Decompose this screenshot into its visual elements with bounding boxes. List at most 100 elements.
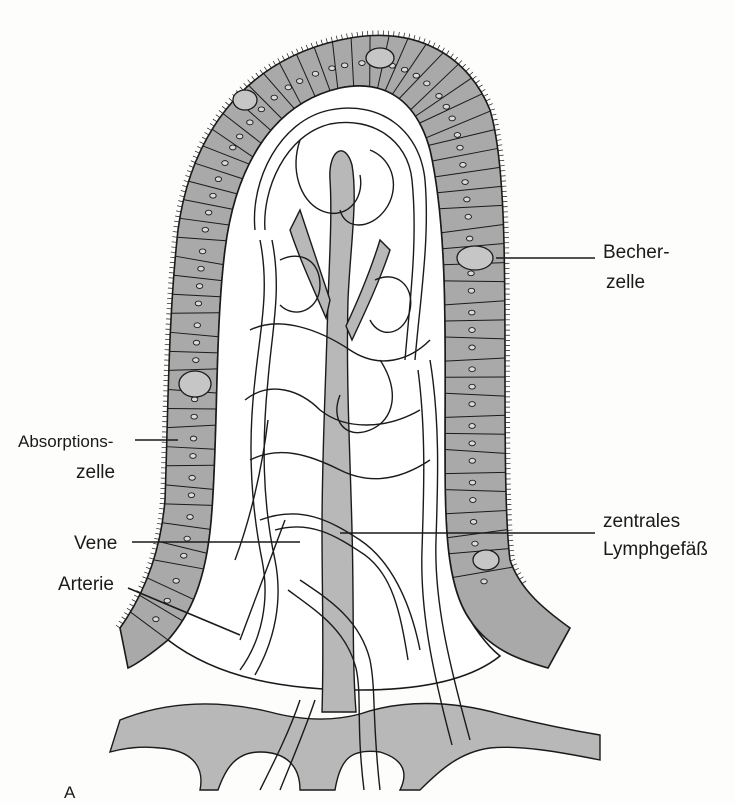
microvillus [157,523,162,524]
cell-nucleus [469,310,475,315]
cell-nucleus [210,193,216,198]
cell-nucleus [465,214,471,219]
microvillus [225,102,229,105]
cell-nucleus [196,284,202,289]
microvillus [273,61,276,65]
cell-nucleus [187,515,193,520]
microvillus [497,145,502,146]
microvillus [490,109,495,110]
cell-nucleus [190,454,196,459]
microvillus [481,89,485,92]
microvillus [437,45,439,49]
microvillus [478,85,482,88]
microvillus [132,600,136,602]
microvillus [256,73,259,77]
microvillus [496,135,501,136]
cell-nucleus [443,104,449,109]
cell-nucleus [449,116,455,121]
cell-nucleus [466,236,472,241]
cell-nucleus [359,61,365,66]
microvillus [278,58,280,62]
label-absorption-1: Absorptions- [18,432,113,451]
label-becherzelle-2: zelle [606,272,645,293]
microvillus [155,533,160,534]
microvillus [455,57,458,61]
microvillus [475,80,479,83]
cell-nucleus [202,227,208,232]
microvillus [419,37,421,42]
microvillus [519,577,523,580]
microvillus [144,572,149,574]
microvillus [433,43,435,47]
microvillus [347,34,348,39]
cell-nucleus [469,480,475,485]
cell-nucleus [460,162,466,167]
microvillus [469,72,473,75]
label-lymph-1: zentrales [603,511,680,532]
microvillus [466,68,470,71]
label-arterie: Arterie [58,574,114,595]
microvillus [292,51,294,56]
microvillus [446,51,449,55]
cell-nucleus [195,301,201,306]
cell-nucleus [413,73,419,78]
microvillus [484,94,488,96]
cell-nucleus [205,210,211,215]
microvillus [510,559,515,561]
microvillus [296,49,298,54]
microvillus [498,150,503,151]
microvillus [458,60,461,64]
microvillus [352,33,353,38]
cell-nucleus [468,288,474,293]
microvillus [494,124,499,125]
microvillus [210,123,214,126]
microvillus [472,76,476,79]
microvillus [134,595,138,597]
microvillus [141,581,146,583]
cell-nucleus [198,266,204,271]
microvillus [193,156,198,158]
microvillus [248,80,251,84]
microvillus [522,581,526,584]
cell-nucleus [470,498,476,503]
microvillus [197,146,201,148]
cell-nucleus [469,328,475,333]
microvillus [486,99,490,101]
microvillus [341,35,342,40]
microvillus [216,115,220,118]
microvillus [321,40,322,45]
microvillus [229,98,233,101]
microvillus [158,518,163,519]
cell-nucleus [181,553,187,558]
microvillus [499,160,504,161]
microvillus [172,242,177,243]
cell-nucleus [184,536,190,541]
microvillus [336,36,337,41]
goblet-cell [366,48,394,68]
cell-nucleus [258,107,264,112]
microvillus [189,166,194,168]
microvillus [191,161,196,163]
microvillus [176,211,181,212]
label-becherzelle-1: Becher- [603,242,670,263]
cell-nucleus [469,424,475,429]
microvillus [173,226,178,227]
microvillus [311,43,313,48]
cell-nucleus [469,402,475,407]
microvillus [269,64,272,68]
microvillus [282,56,284,60]
cell-nucleus [401,67,407,72]
cell-nucleus [191,414,197,419]
cell-nucleus [469,367,475,372]
microvillus [499,155,504,156]
cell-nucleus [469,458,475,463]
microvillus [495,129,500,130]
microvillus [450,54,453,58]
cell-nucleus [285,85,291,90]
microvillus [205,132,209,134]
microvillus [149,558,154,559]
cell-nucleus [173,578,179,583]
microvillus [316,41,318,46]
